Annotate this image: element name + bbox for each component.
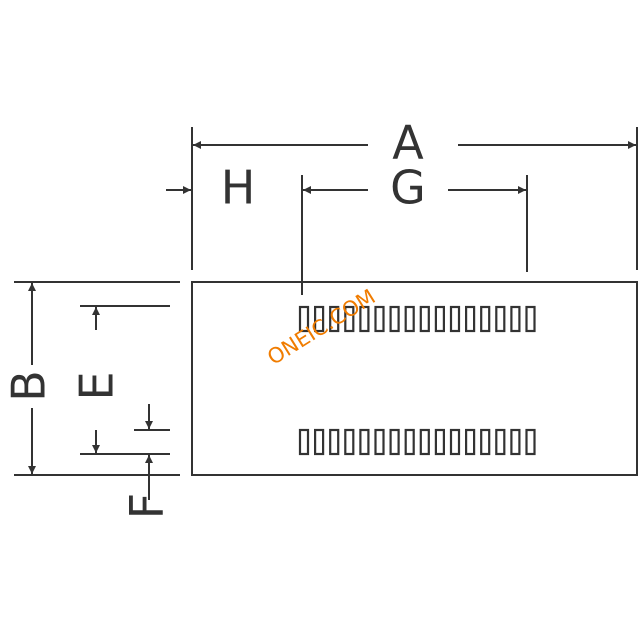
top-pad: [404, 305, 415, 333]
bottom-pad: [449, 428, 461, 456]
top-pad: [480, 305, 491, 333]
dim-g-label: G: [390, 161, 426, 215]
bottom-pad: [480, 428, 491, 456]
dim-a-label: A: [392, 116, 424, 170]
top-pad: [465, 305, 476, 333]
dim-h-label: H: [221, 161, 256, 215]
bottom-pad: [404, 428, 415, 456]
bottom-pad: [495, 428, 506, 456]
top-pad: [329, 305, 340, 333]
bottom-pad: [389, 428, 400, 456]
bottom-pad: [314, 428, 325, 456]
top-pad: [298, 305, 310, 333]
bottom-pad: [359, 428, 370, 456]
component-body-outline: [191, 281, 638, 476]
bottom-pad: [465, 428, 476, 456]
top-pad: [419, 305, 430, 333]
top-pad: [344, 305, 355, 333]
top-pad: [389, 305, 400, 333]
top-pad: [495, 305, 506, 333]
top-pad-row: [298, 305, 536, 333]
bottom-pad: [525, 428, 536, 456]
bottom-pad: [298, 428, 310, 456]
dim-f-label: F: [120, 493, 174, 519]
bottom-pad: [510, 428, 521, 456]
top-pad: [434, 305, 445, 333]
top-pad: [510, 305, 521, 333]
top-pad: [314, 305, 325, 333]
bottom-pad: [329, 428, 340, 456]
top-pad: [525, 305, 536, 333]
bottom-pad: [374, 428, 385, 456]
bottom-pad: [419, 428, 430, 456]
bottom-pad: [434, 428, 445, 456]
top-pad: [374, 305, 385, 333]
top-pad: [449, 305, 461, 333]
bottom-pad-row: [298, 428, 536, 456]
bottom-pad: [344, 428, 355, 456]
dim-e-label: E: [70, 371, 124, 400]
dim-b-label: B: [2, 370, 56, 402]
top-pad: [359, 305, 370, 333]
